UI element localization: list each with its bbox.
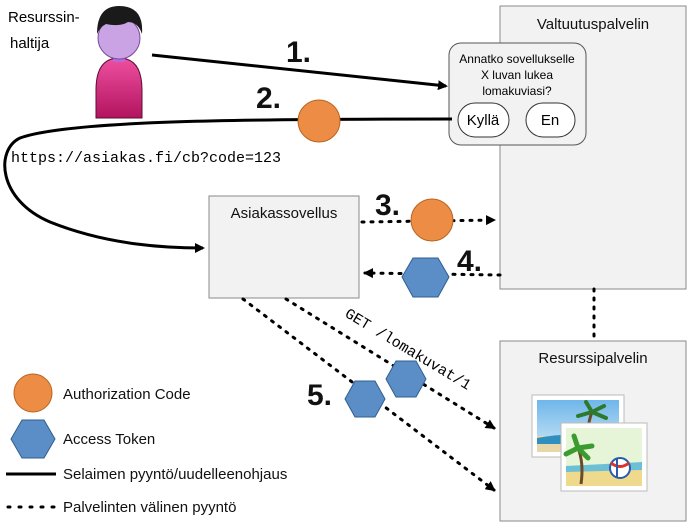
resource-owner-label-line2: haltija bbox=[10, 35, 50, 52]
resource-server-label: Resurssipalvelin bbox=[538, 350, 647, 367]
user-icon bbox=[95, 6, 143, 119]
client-app-label: Asiakassovellus bbox=[231, 205, 338, 222]
step2-label: 2. bbox=[256, 82, 281, 115]
access-token-step5b bbox=[344, 380, 386, 418]
step5-request-arrow-1 bbox=[241, 297, 496, 492]
consent-yes-label: Kyllä bbox=[467, 112, 500, 129]
legend-browser-label: Selaimen pyyntö/uudelleenohjaus bbox=[63, 466, 287, 483]
consent-dialog-line3: lomakuviasi? bbox=[482, 84, 552, 98]
legend-server-label: Palvelinten välinen pyyntö bbox=[63, 499, 236, 516]
access-token-step4 bbox=[401, 257, 450, 298]
authorization-server-label: Valtuutuspalvelin bbox=[537, 16, 649, 33]
redirect-url-text: https://asiakas.fi/cb?code=123 bbox=[11, 150, 281, 167]
resource-owner-label-line1: Resurssin- bbox=[8, 9, 80, 26]
consent-dialog-line1: Annatko sovellukselle bbox=[459, 52, 575, 66]
consent-no-label: En bbox=[541, 112, 559, 129]
client-app-box bbox=[208, 195, 360, 299]
access-token-step5a bbox=[385, 360, 427, 398]
authorization-code-token-step2 bbox=[297, 99, 341, 143]
legend-access-token-icon bbox=[10, 419, 56, 459]
step5-label: 5. bbox=[307, 379, 332, 412]
photo-gallery-icon bbox=[531, 394, 648, 492]
step3-label: 3. bbox=[375, 189, 400, 222]
legend-authorization-code-icon bbox=[13, 373, 53, 413]
authorization-code-token-step3 bbox=[410, 198, 454, 242]
legend-authorization-code-label: Authorization Code bbox=[63, 386, 191, 403]
consent-dialog-line2: X luvan lukea bbox=[481, 68, 553, 82]
step4-label: 4. bbox=[457, 245, 482, 278]
step2-redirect-arrow bbox=[3, 117, 453, 253]
legend-access-token-label: Access Token bbox=[63, 431, 155, 448]
step1-browser-arrow bbox=[151, 53, 448, 91]
step1-label: 1. bbox=[286, 36, 311, 69]
consent-yes-button[interactable] bbox=[457, 102, 510, 138]
consent-no-button[interactable] bbox=[525, 102, 576, 138]
